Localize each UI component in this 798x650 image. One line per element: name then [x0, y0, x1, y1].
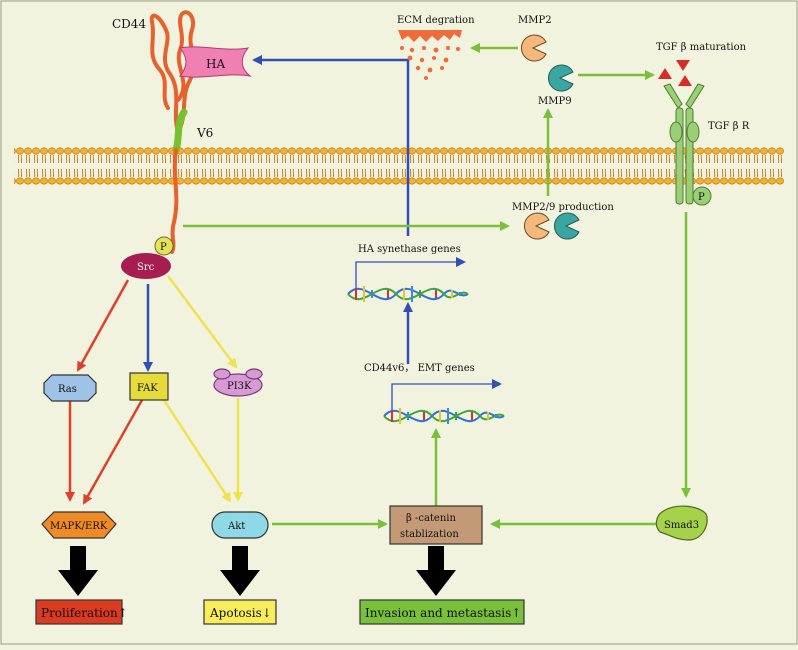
tgfb-receptor: P: [663, 83, 712, 206]
apoptosis-down-arrow: ↓: [262, 606, 272, 620]
arrow-src-to-ras: [76, 279, 130, 372]
ha-synthase-transcription-arrow: [355, 257, 466, 290]
apoptosis-label: Apotosis: [209, 606, 262, 620]
tgfb-receptor-label: TGF β R: [708, 121, 750, 132]
mmp9-pacman: [547, 64, 574, 92]
cd44-transmembrane-tail: [170, 148, 179, 254]
apoptosis-box: Apotosis↓: [203, 599, 277, 625]
emt-transcription-arrow: [391, 379, 502, 412]
akt-to-apoptosis-arrow: [220, 546, 260, 596]
smad3-label: Smad3: [664, 520, 699, 531]
svg-text:Proliferation↑: Proliferation↑: [41, 606, 128, 620]
proliferation-up-arrow: ↑: [118, 606, 128, 620]
receptor-phospho-circle: [692, 186, 712, 206]
ras-node: Ras: [43, 374, 97, 402]
ecm-degration-label: ECM degration: [397, 15, 475, 26]
fak-label: FAK: [137, 383, 158, 394]
bcatenin-label-line1: β -catenin: [406, 513, 456, 524]
arrow-ha-synthase-to-ha: [252, 55, 410, 236]
ha-molecule: HA: [179, 46, 252, 78]
v6-segment: [172, 108, 188, 154]
ras-label: Ras: [58, 384, 77, 395]
arrow-src-to-pi3k: [166, 275, 238, 369]
mapk-erk-node: MAPK/ERK: [41, 511, 117, 539]
akt-node: Akt: [211, 511, 269, 539]
mmp-production-label: MMP2/9 production: [512, 202, 614, 213]
proliferation-label: Proliferation: [41, 606, 118, 620]
mapk-erk-label: MAPK/ERK: [50, 521, 108, 532]
fak-node: FAK: [129, 372, 169, 401]
mmp9-label: MMP9: [538, 96, 572, 107]
arrow-fak-to-mapk: [82, 399, 144, 505]
ha-synthase-genes-label: HA synethase genes: [358, 244, 461, 255]
tgfb-maturation-label: TGF β maturation: [656, 42, 747, 53]
v6-label: V6: [196, 126, 213, 140]
cd44-label: CD44: [112, 17, 146, 31]
ha-label: HA: [206, 57, 225, 71]
ecm-degradation-graphic: [398, 30, 462, 80]
svg-text:Apotosis↓: Apotosis↓: [209, 606, 272, 620]
src-node: Src P: [121, 236, 174, 279]
receptor-phospho-label: P: [698, 192, 705, 203]
mmp9-production-pacman: [553, 212, 580, 240]
mapk-to-proliferation-arrow: [58, 546, 98, 596]
mmp2-label: MMP2: [518, 15, 552, 26]
invasion-label: Invasion and metastasis: [365, 606, 511, 620]
smad3-node: Smad3: [655, 505, 708, 541]
mmp2-production-pacman: [523, 212, 550, 240]
emt-dna-helix: [383, 408, 505, 424]
src-phospho-circle: [154, 236, 174, 256]
tgfb-ligand-triangles: [658, 60, 692, 86]
akt-label: Akt: [227, 521, 245, 532]
pi3k-node: PI3K: [213, 368, 263, 397]
arrows: [65, 43, 691, 529]
arrow-fak-to-akt: [162, 399, 232, 503]
invasion-box: Invasion and metastasis↑: [359, 599, 525, 625]
invasion-up-arrow: ↑: [511, 606, 521, 620]
proliferation-box: Proliferation↑: [35, 599, 128, 625]
cd44v6-emt-genes-label: CD44v6， EMT genes: [364, 363, 475, 374]
src-label: Src: [137, 262, 155, 273]
cd44-extracellular-chain: [149, 10, 196, 134]
svg-text:Invasion and metastasis↑: Invasion and metastasis↑: [365, 606, 521, 620]
bcatenin-to-invasion-arrow: [416, 546, 456, 596]
bcatenin-label-line2: stablization: [400, 529, 459, 540]
cd44-receptor: [149, 10, 196, 254]
ha-synthase-dna-helix: [347, 286, 469, 302]
pi3k-label: PI3K: [227, 381, 252, 392]
src-phospho-label: P: [160, 242, 167, 253]
mmp2-pacman: [520, 34, 547, 62]
cell-membrane: [14, 146, 784, 186]
bcatenin-node: β -catenin stablization: [389, 505, 483, 545]
